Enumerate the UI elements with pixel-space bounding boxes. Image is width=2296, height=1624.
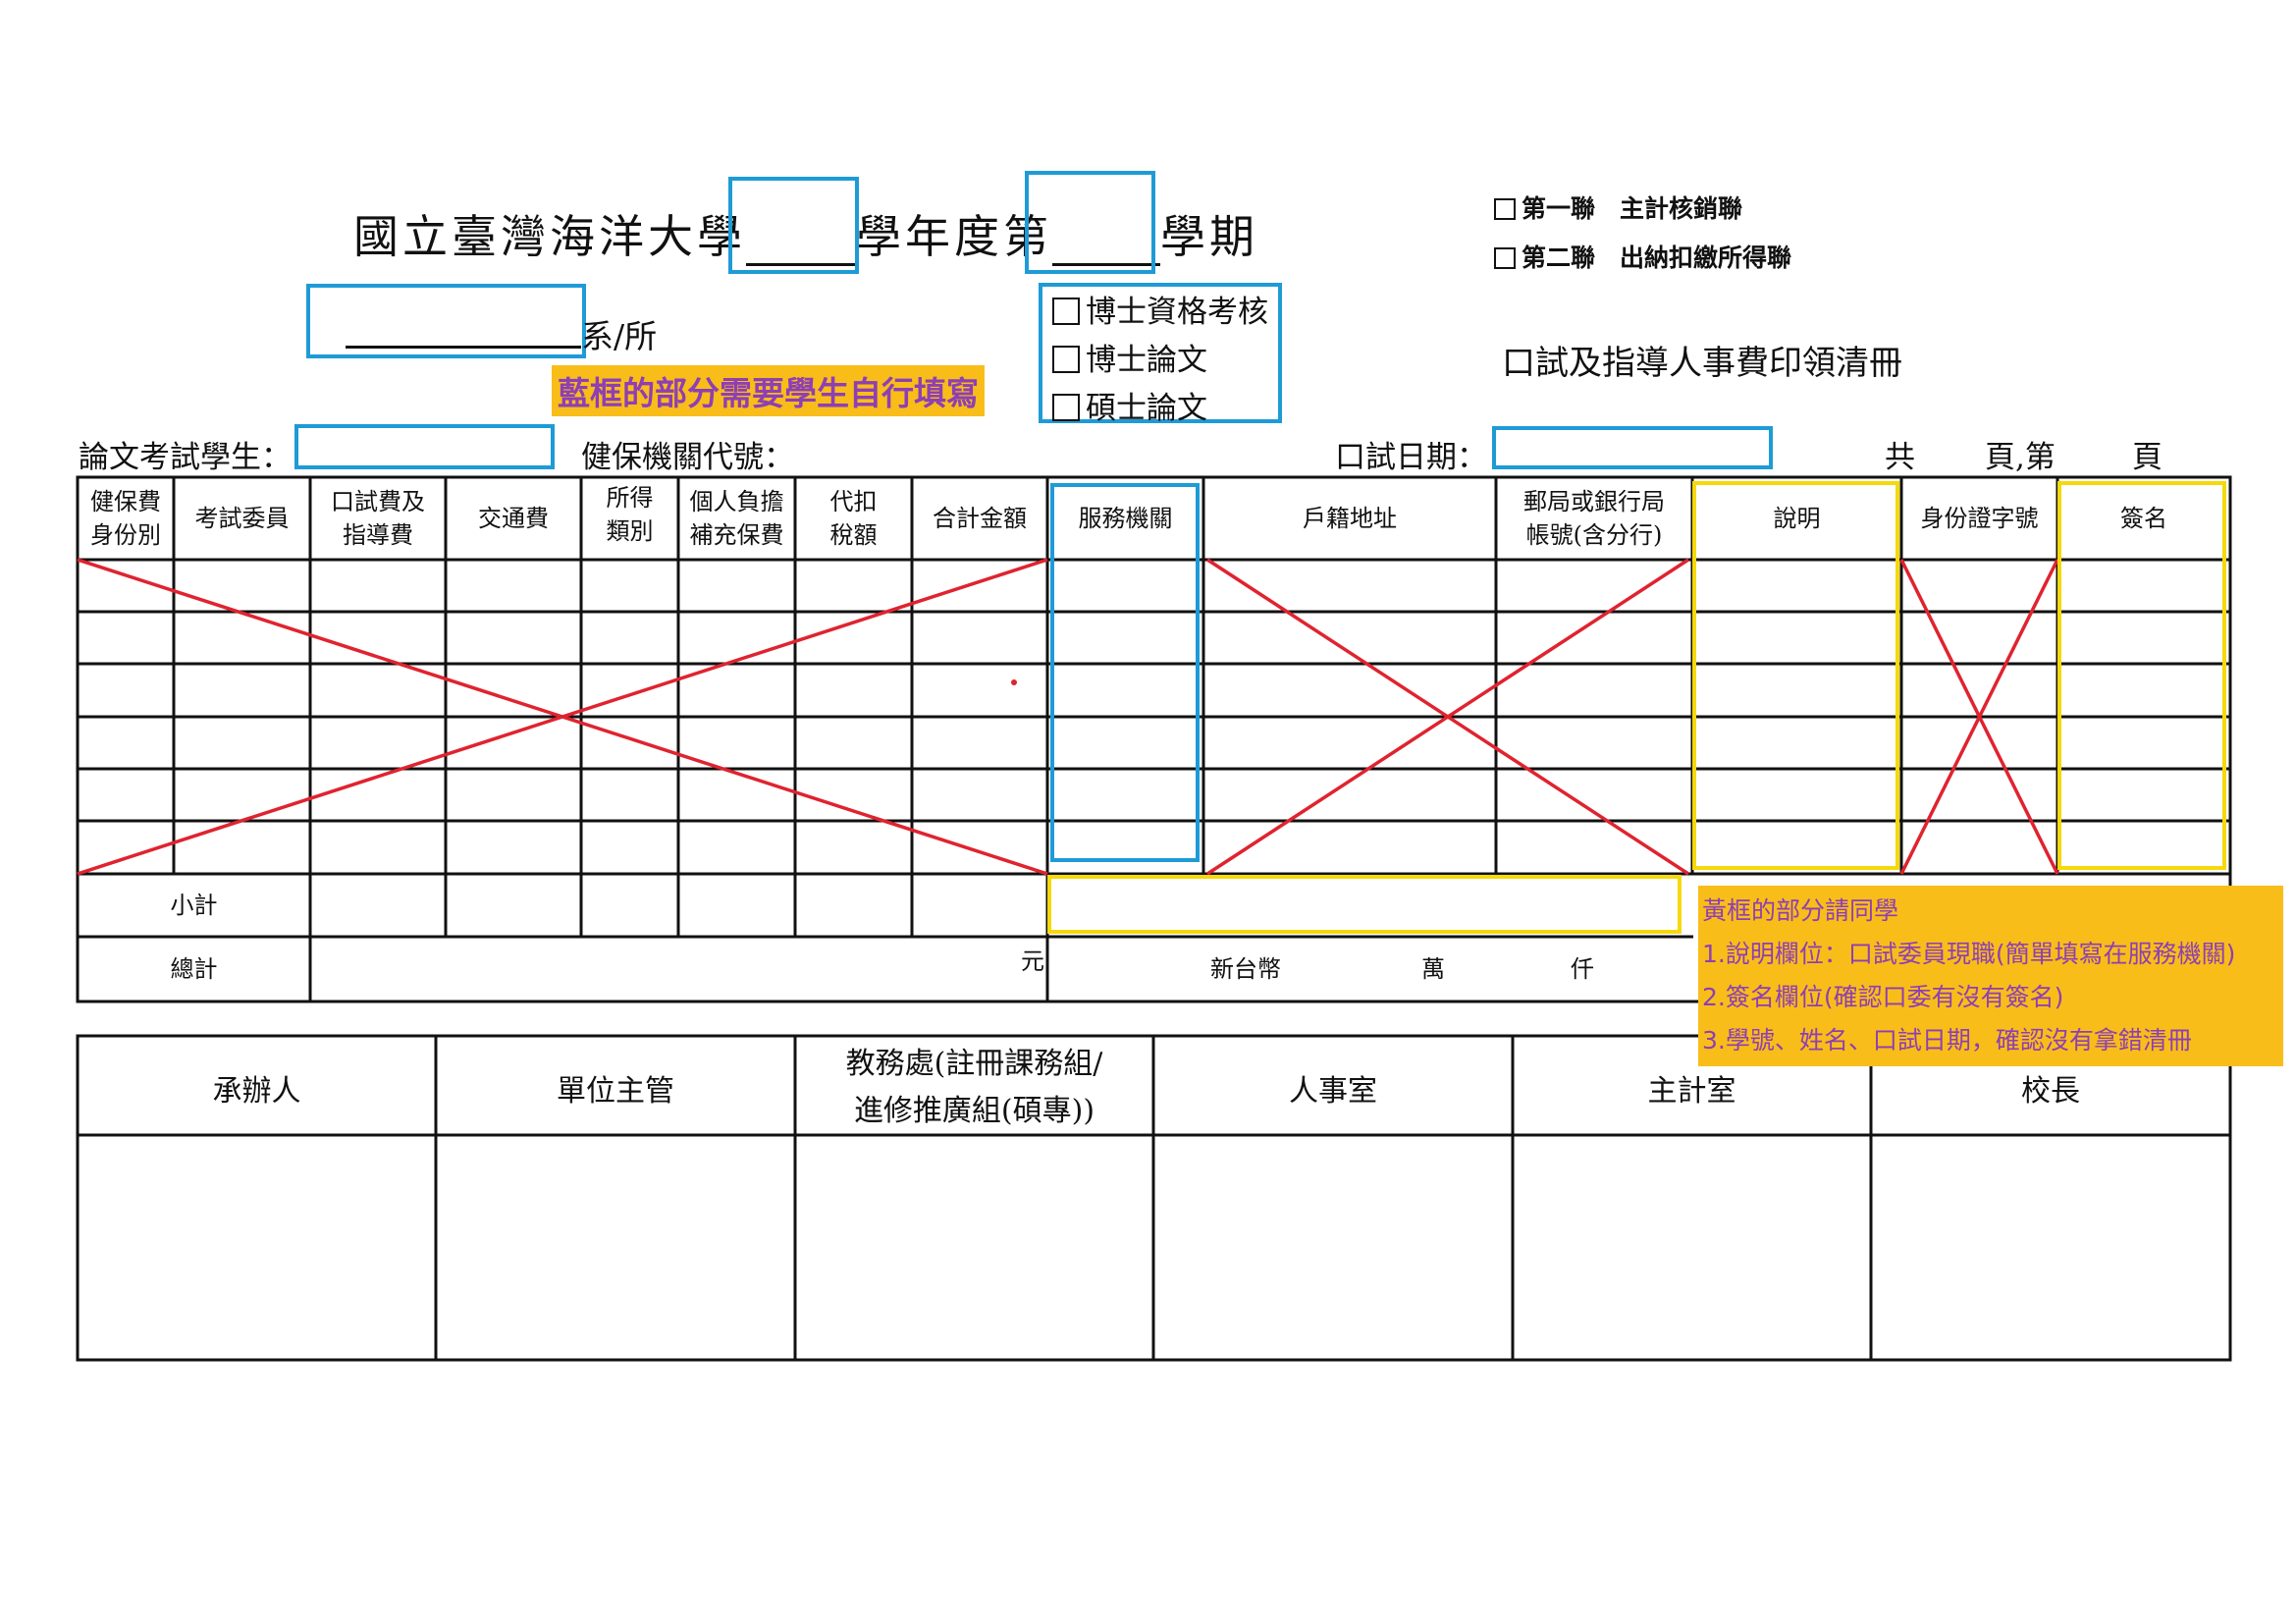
blue-frame-note: 藍框的部分需要學生自行填寫 <box>552 365 985 416</box>
qian-label: 仟 <box>1571 955 1594 983</box>
copy-2-option[interactable]: 第二聯 出納扣繳所得聯 <box>1494 239 1791 274</box>
signoff-academic-affairs: 教務處(註冊課務組/進修推廣組(碩專)) <box>845 1047 1103 1128</box>
form-title: 國立臺灣海洋大學 學年度第 學期 <box>353 201 1258 266</box>
exam-type-master-thesis[interactable]: 碩士論文 <box>1052 383 1207 427</box>
copy-1-checkbox[interactable] <box>1494 198 1516 220</box>
year-input-frame[interactable] <box>728 177 859 274</box>
yellow-note-item-3: 3.學號、姓名、口試日期，確認沒有拿錯清冊 <box>1702 1026 2192 1055</box>
col-transport-fee: 交通費 <box>478 505 549 532</box>
semester-blank[interactable] <box>1052 210 1160 266</box>
semester-input-frame[interactable] <box>1025 171 1155 274</box>
copy-2-checkbox[interactable] <box>1494 247 1516 269</box>
exam-date-input-frame[interactable] <box>1492 426 1773 469</box>
col-exam-fee: 口試費及指導費 <box>331 488 425 549</box>
col-bank-account: 郵局或銀行局帳號(含分行) <box>1523 488 1665 549</box>
col-household-address: 戶籍地址 <box>1303 505 1397 532</box>
phd-thesis-checkbox[interactable] <box>1052 346 1080 373</box>
signoff-handler: 承辦人 <box>212 1074 301 1109</box>
signoff-accounting: 主計室 <box>1647 1074 1736 1109</box>
col-total-amount: 合計金額 <box>933 505 1027 532</box>
col-description: 說明 <box>1773 505 1821 532</box>
phd-qual-checkbox[interactable] <box>1052 298 1080 325</box>
signature-frame[interactable] <box>2057 481 2226 870</box>
signoff-president: 校長 <box>2021 1074 2080 1109</box>
yellow-note-item-1: 1.說明欄位：口試委員現職(簡單填寫在服務機關) <box>1702 940 2236 968</box>
col-supplementary-premium: 個人負擔補充保費 <box>689 488 784 549</box>
student-label: 論文考試學生： <box>79 440 292 475</box>
pages-total-label: 共 <box>1885 440 1915 475</box>
yuan-label: 元 <box>1021 947 1044 975</box>
col-examiner: 考試委員 <box>194 505 290 532</box>
total-label: 總計 <box>170 955 218 983</box>
col-insurance-type: 健保費身份別 <box>90 488 161 549</box>
currency-label: 新台幣 <box>1210 955 1281 983</box>
exam-type-phd-qual[interactable]: 博士資格考核 <box>1052 287 1268 331</box>
signoff-personnel: 人事室 <box>1289 1074 1377 1109</box>
yellow-note-title: 黃框的部分請同學 <box>1702 896 1899 925</box>
yellow-frame-note: 黃框的部分請同學 1.說明欄位：口試委員現職(簡單填寫在服務機關) 2.簽名欄位… <box>1698 886 2283 1066</box>
signoff-unit-head: 單位主管 <box>557 1074 674 1109</box>
year-blank[interactable] <box>746 210 856 266</box>
title-semester-text: 學期 <box>1160 210 1258 263</box>
col-income-type: 所得類別 <box>606 484 654 545</box>
student-input-frame[interactable] <box>294 424 555 469</box>
dept-suffix: 系/所 <box>581 317 658 355</box>
insurance-code-label: 健保機關代號： <box>581 440 794 475</box>
description-frame[interactable] <box>1692 481 1899 870</box>
master-thesis-checkbox[interactable] <box>1052 394 1080 421</box>
pages-end-label: 頁 <box>2132 440 2163 475</box>
exam-type-frame <box>1039 283 1282 423</box>
col-service-org: 服務機關 <box>1078 505 1173 532</box>
exam-type-phd-thesis[interactable]: 博士論文 <box>1052 335 1207 379</box>
service-org-frame[interactable] <box>1050 483 1200 862</box>
col-id-number: 身份證字號 <box>1920 505 2039 532</box>
yellow-note-item-2: 2.簽名欄位(確認口委有沒有簽名) <box>1702 983 2064 1011</box>
copy-1-option[interactable]: 第一聯 主計核銷聯 <box>1494 189 1742 225</box>
exam-date-label: 口試日期： <box>1335 440 1487 475</box>
col-withholding-tax: 代扣稅額 <box>829 488 878 549</box>
dept-blank-line <box>346 346 581 349</box>
pages-mid-label: 頁,第 <box>1985 440 2056 475</box>
col-signature: 簽名 <box>2120 505 2167 532</box>
title-school: 國立臺灣海洋大學 <box>353 210 746 263</box>
form-name: 口試及指導人事費印領清冊 <box>1502 344 1902 383</box>
wan-label: 萬 <box>1421 955 1445 983</box>
subtotal-label: 小計 <box>170 892 218 919</box>
dept-input-frame[interactable] <box>306 284 586 358</box>
title-year-text: 學年度第 <box>856 210 1052 263</box>
subtotal-frame <box>1047 875 1682 934</box>
